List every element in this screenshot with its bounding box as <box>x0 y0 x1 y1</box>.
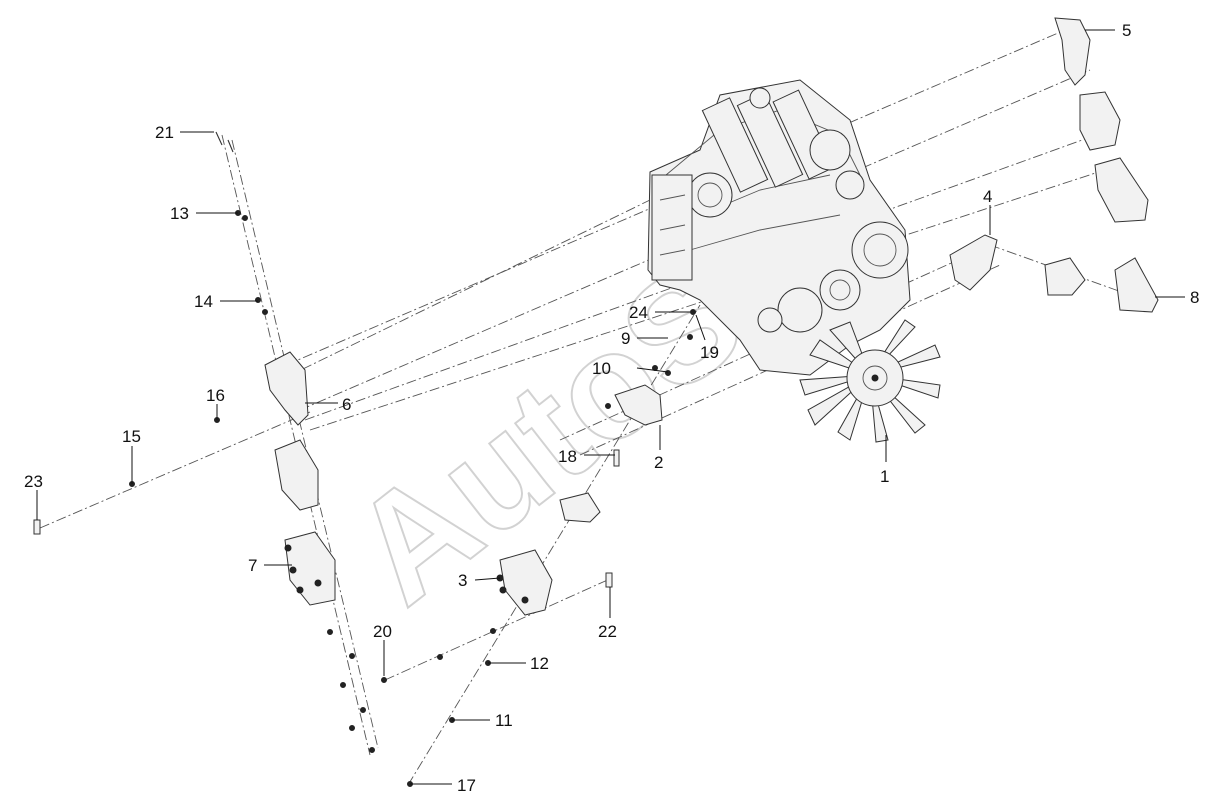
callout-23-label: 23 <box>24 472 43 491</box>
callouts: 1 2 3 4 5 6 7 8 9 10 11 12 13 14 15 <box>24 21 1199 795</box>
callout-4: 4 <box>983 187 992 235</box>
callout-22: 22 <box>598 587 617 641</box>
callout-22-label: 22 <box>598 622 617 641</box>
callout-18-label: 18 <box>558 447 577 466</box>
front-left-bracket <box>496 384 663 616</box>
callout-9-label: 9 <box>621 329 630 348</box>
callout-8-label: 8 <box>1190 288 1199 307</box>
callout-18: 18 <box>558 447 615 466</box>
callout-24: 24 <box>629 303 690 322</box>
callout-7: 7 <box>248 556 292 575</box>
callout-15: 15 <box>122 427 141 484</box>
callout-8: 8 <box>1155 288 1199 307</box>
rear-right-bracket <box>1054 17 1149 223</box>
callout-14-label: 14 <box>194 292 213 311</box>
callout-19-label: 19 <box>700 343 719 362</box>
callout-21-label: 21 <box>155 123 174 142</box>
callout-1-label: 1 <box>880 467 889 486</box>
callout-21: 21 <box>155 123 214 142</box>
callout-16-label: 16 <box>206 386 225 405</box>
callout-10: 10 <box>592 359 669 378</box>
callout-9: 9 <box>621 329 668 348</box>
callout-15-label: 15 <box>122 427 141 446</box>
callout-4-label: 4 <box>983 187 992 206</box>
callout-10-label: 10 <box>592 359 611 378</box>
front-right-bracket <box>949 234 1159 313</box>
rear-left-bracket <box>264 351 336 606</box>
callout-11: 11 <box>452 711 513 730</box>
callout-5: 5 <box>1085 21 1131 40</box>
callout-3: 3 <box>458 571 501 590</box>
callout-20: 20 <box>373 622 392 676</box>
callout-17-label: 17 <box>457 776 476 795</box>
callout-3-label: 3 <box>458 571 467 590</box>
callout-23: 23 <box>24 472 43 520</box>
callout-14: 14 <box>194 292 258 311</box>
callout-20-label: 20 <box>373 622 392 641</box>
callout-6-label: 6 <box>342 395 351 414</box>
callout-6: 6 <box>305 395 351 414</box>
engine-assembly <box>647 79 941 443</box>
cooling-fan <box>799 319 941 443</box>
callout-12: 12 <box>488 654 549 673</box>
callout-2: 2 <box>654 425 663 472</box>
callout-12-label: 12 <box>530 654 549 673</box>
callout-13: 13 <box>170 204 238 223</box>
callout-11-label: 11 <box>495 711 513 730</box>
fasteners <box>33 131 696 787</box>
callout-19: 19 <box>695 314 719 362</box>
callout-5-label: 5 <box>1122 21 1131 40</box>
callout-7-label: 7 <box>248 556 257 575</box>
callout-24-label: 24 <box>629 303 648 322</box>
callout-13-label: 13 <box>170 204 189 223</box>
callout-16: 16 <box>206 386 225 420</box>
callout-2-label: 2 <box>654 453 663 472</box>
callout-1: 1 <box>880 435 889 486</box>
callout-17: 17 <box>410 776 476 795</box>
